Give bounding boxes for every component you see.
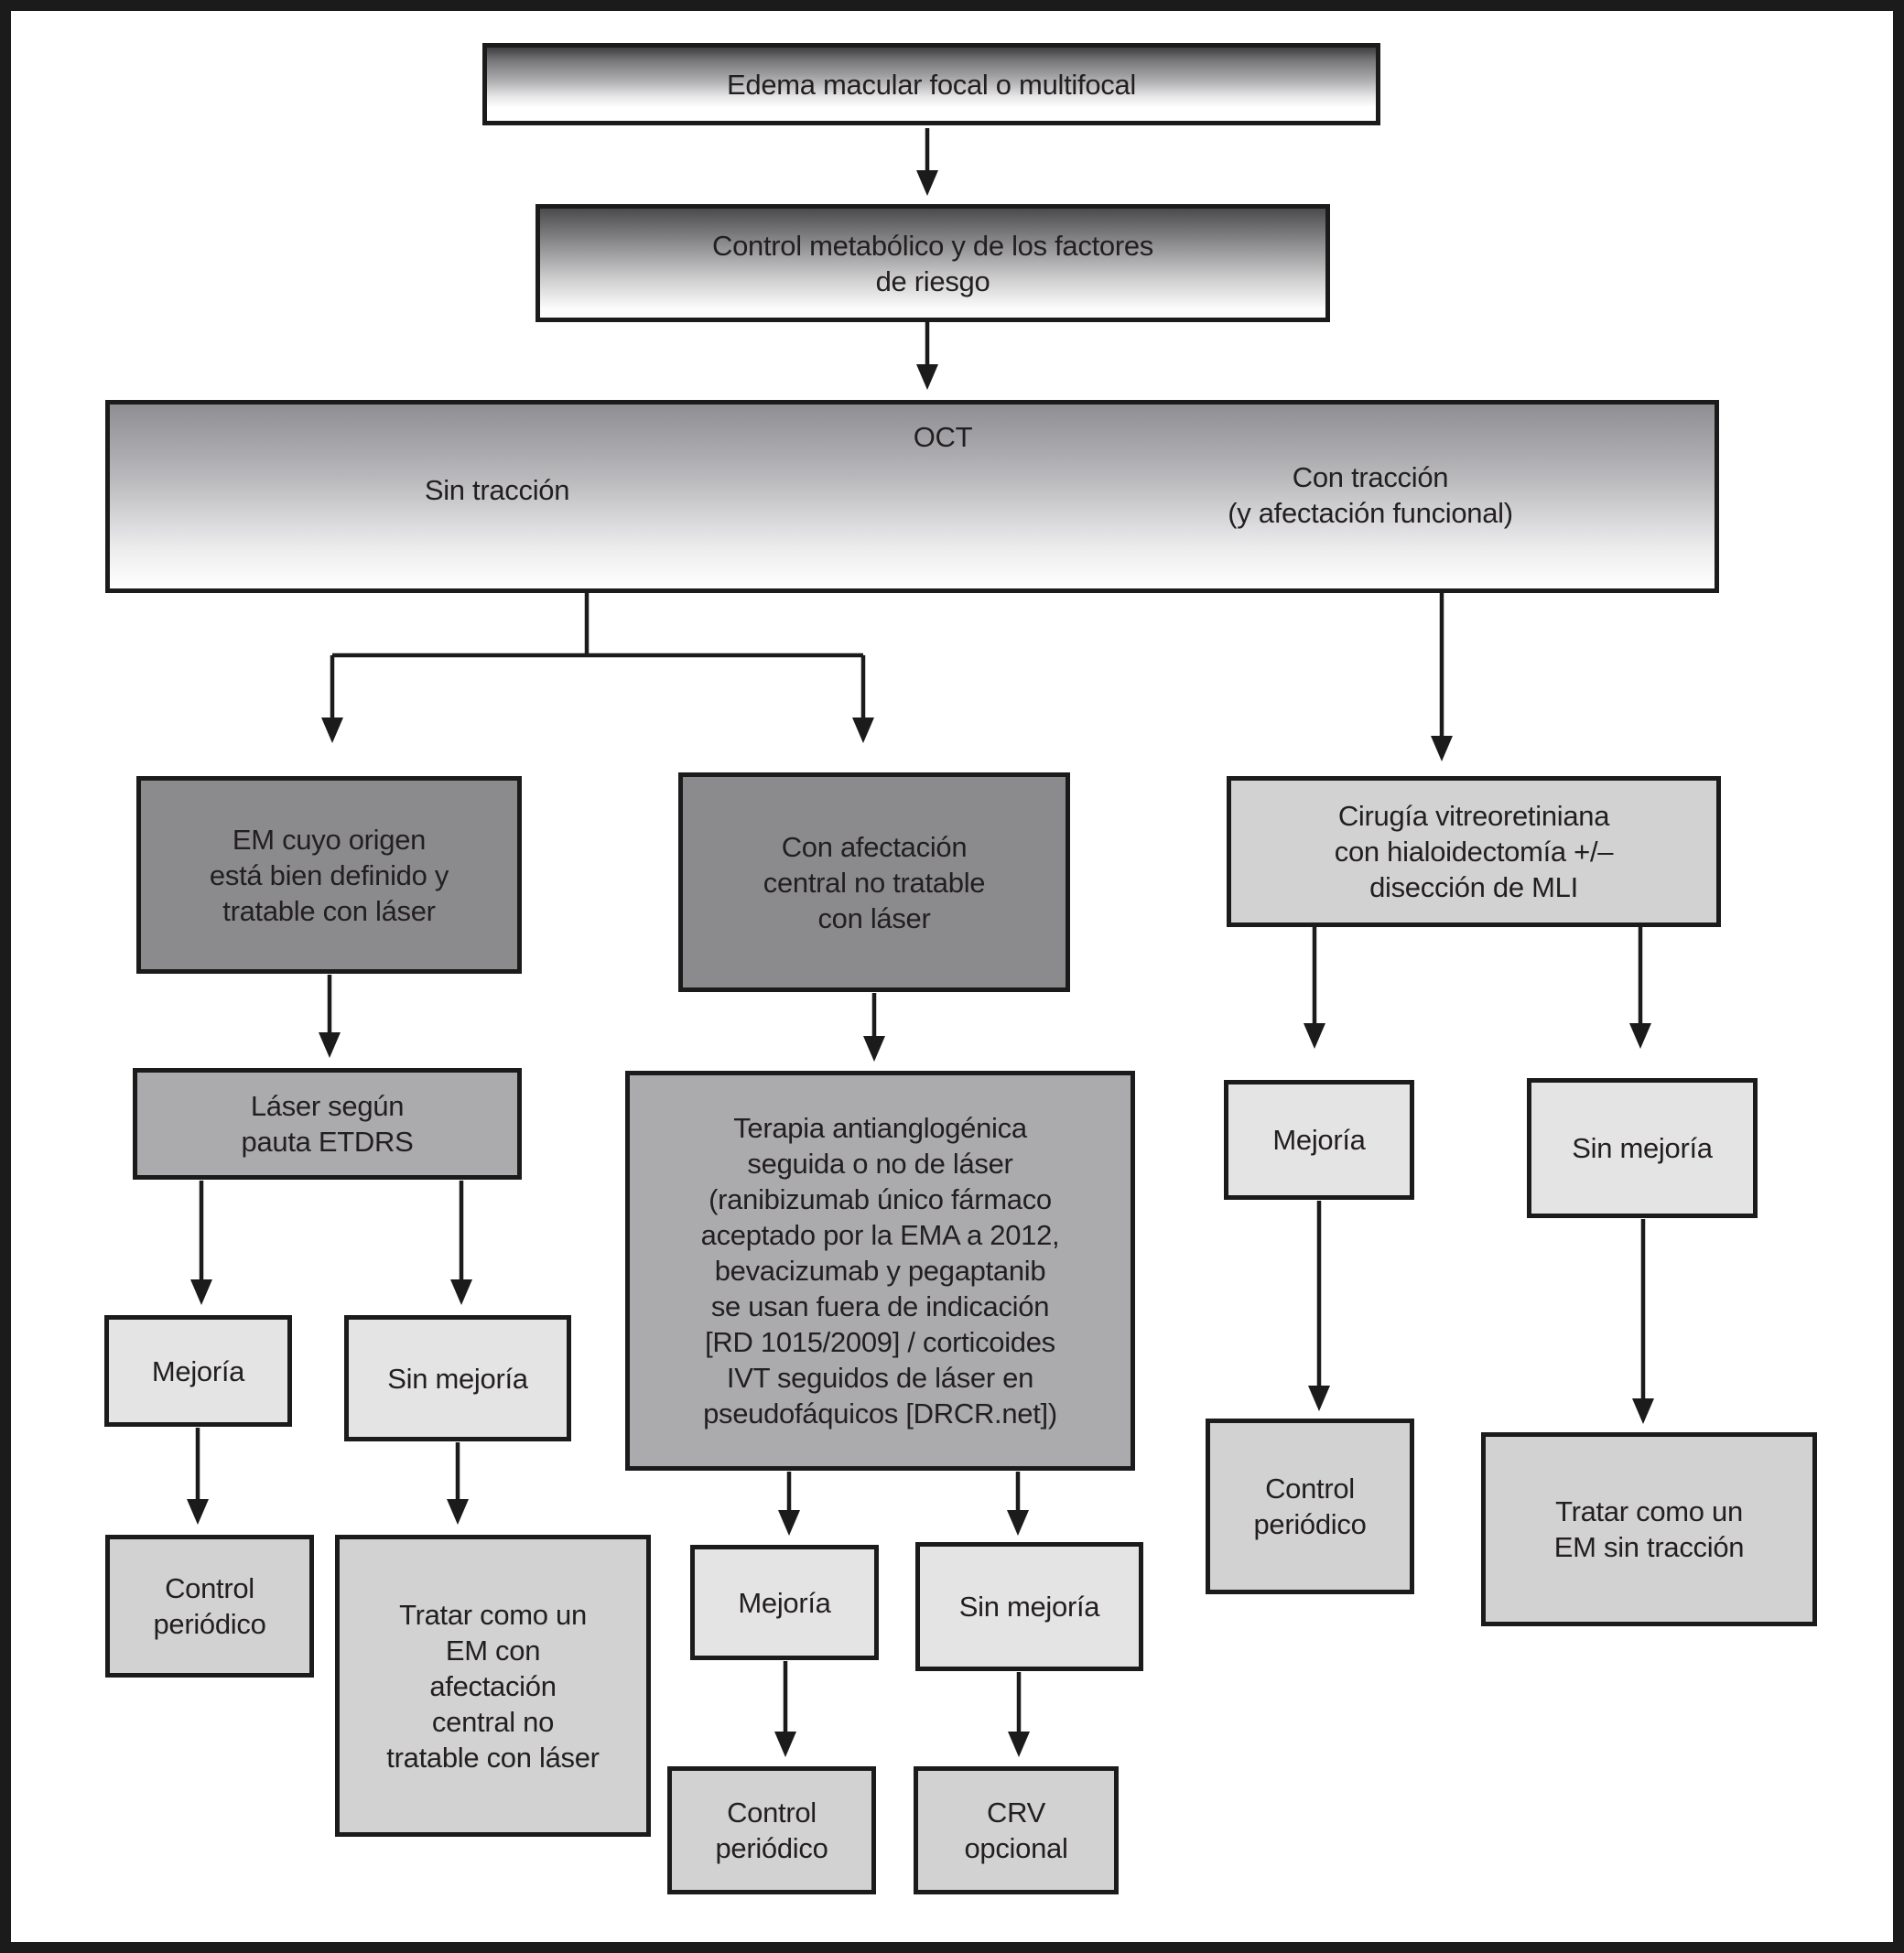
edge-terapia-to-mejoria-mid: [778, 1472, 800, 1536]
node-mejoria-right-label: Mejoría: [1272, 1124, 1366, 1156]
node-sin-mejoria-right-label: Sin mejoría: [1572, 1132, 1713, 1164]
node-control-periodico-left-label: Control periódico: [153, 1572, 266, 1640]
node-terapia-antiangiogenica-label: Terapia antianglogénica seguida o no de …: [700, 1112, 1060, 1430]
node-laser-etdrs: Láser según pauta ETDRS: [133, 1068, 522, 1180]
node-mejoria-mid: Mejoría: [690, 1545, 879, 1660]
node-control-periodico-right-label: Control periódico: [1253, 1473, 1367, 1540]
edge-laser-to-mejoria: [190, 1181, 212, 1305]
node-control-periodico-mid-label: Control periódico: [715, 1797, 828, 1864]
edge-terapia-to-sinmejoria-mid: [1007, 1472, 1029, 1536]
node-terapia-antiangiogenica: Terapia antianglogénica seguida o no de …: [625, 1071, 1135, 1471]
node-oct: OCT Sin tracción Con tracción (y afectac…: [105, 400, 1719, 593]
edge-mejoria-right-to-control-right: [1308, 1201, 1330, 1411]
node-tratar-em-sin-traccion: Tratar como un EM sin tracción: [1481, 1432, 1817, 1626]
node-mejoria-left-label: Mejoría: [151, 1354, 245, 1387]
node-sin-mejoria-left: Sin mejoría: [344, 1315, 571, 1441]
edge-oct-split: [321, 593, 874, 743]
node-tratar-em-central-label: Tratar como un EM con afectación central…: [386, 1598, 600, 1774]
edge-mejoria-to-control-left: [187, 1428, 209, 1525]
node-edema-macular-label: Edema macular focal o multifocal: [727, 68, 1136, 101]
node-sin-mejoria-left-label: Sin mejoría: [387, 1362, 528, 1395]
edge-cirugia-to-sinmejoria: [1629, 926, 1651, 1049]
oct-branch-con-traccion-label: Con tracción (y afectación funcional): [1228, 461, 1513, 529]
node-oct-label: OCT: [913, 421, 973, 453]
node-crv-opcional-label: CRV opcional: [964, 1797, 1068, 1864]
edge-laser-to-sinmejoria: [450, 1181, 472, 1305]
edge-sinmejoria-right-to-tratar-right: [1632, 1219, 1654, 1424]
node-sin-mejoria-mid: Sin mejoría: [915, 1542, 1143, 1671]
node-tratar-em-central: Tratar como un EM con afectación central…: [335, 1535, 651, 1837]
node-mejoria-left: Mejoría: [104, 1315, 292, 1427]
node-con-afectacion-central-label: Con afectación central no tratable con l…: [763, 830, 986, 934]
node-control-periodico-right: Control periódico: [1206, 1419, 1414, 1594]
node-mejoria-right: Mejoría: [1224, 1080, 1414, 1200]
node-cirugia-vitreoretiniana-label: Cirugía vitreoretiniana con hialoidectom…: [1334, 800, 1614, 903]
edge-oct-to-cirugia: [1431, 593, 1453, 761]
node-mejoria-mid-label: Mejoría: [738, 1586, 831, 1619]
node-em-origen-definido: EM cuyo origen está bien definido y trat…: [136, 776, 522, 974]
edge-control-to-oct: [916, 322, 938, 390]
node-sin-mejoria-mid-label: Sin mejoría: [958, 1591, 1100, 1623]
edge-root-to-control: [916, 128, 938, 196]
edge-emdefinido-to-laser: [319, 975, 341, 1058]
node-crv-opcional: CRV opcional: [914, 1766, 1119, 1894]
node-tratar-em-sin-traccion-label: Tratar como un EM sin tracción: [1553, 1495, 1745, 1563]
node-con-afectacion-central: Con afectación central no tratable con l…: [678, 772, 1070, 992]
node-cirugia-vitreoretiniana: Cirugía vitreoretiniana con hialoidectom…: [1227, 776, 1721, 927]
node-edema-macular: Edema macular focal o multifocal: [482, 43, 1380, 125]
edge-sinmejoria-to-tratar-left: [447, 1442, 469, 1525]
node-control-periodico-left: Control periódico: [105, 1535, 314, 1678]
edge-afectacion-to-terapia: [863, 993, 885, 1062]
edge-cirugia-to-mejoria: [1304, 926, 1325, 1049]
edge-sinmejoria-mid-to-crv: [1008, 1672, 1030, 1757]
node-em-origen-definido-label: EM cuyo origen está bien definido y trat…: [209, 823, 449, 927]
edge-mejoria-mid-to-control-mid: [774, 1661, 796, 1757]
node-sin-mejoria-right: Sin mejoría: [1527, 1078, 1758, 1218]
node-control-periodico-mid: Control periódico: [667, 1766, 876, 1894]
node-laser-etdrs-label: Láser según pauta ETDRS: [241, 1090, 414, 1158]
node-control-metabolico-label: Control metabólico y de los factores de …: [712, 229, 1153, 297]
node-control-metabolico: Control metabólico y de los factores de …: [536, 204, 1330, 322]
oct-branch-sin-traccion-label: Sin tracción: [424, 474, 570, 506]
